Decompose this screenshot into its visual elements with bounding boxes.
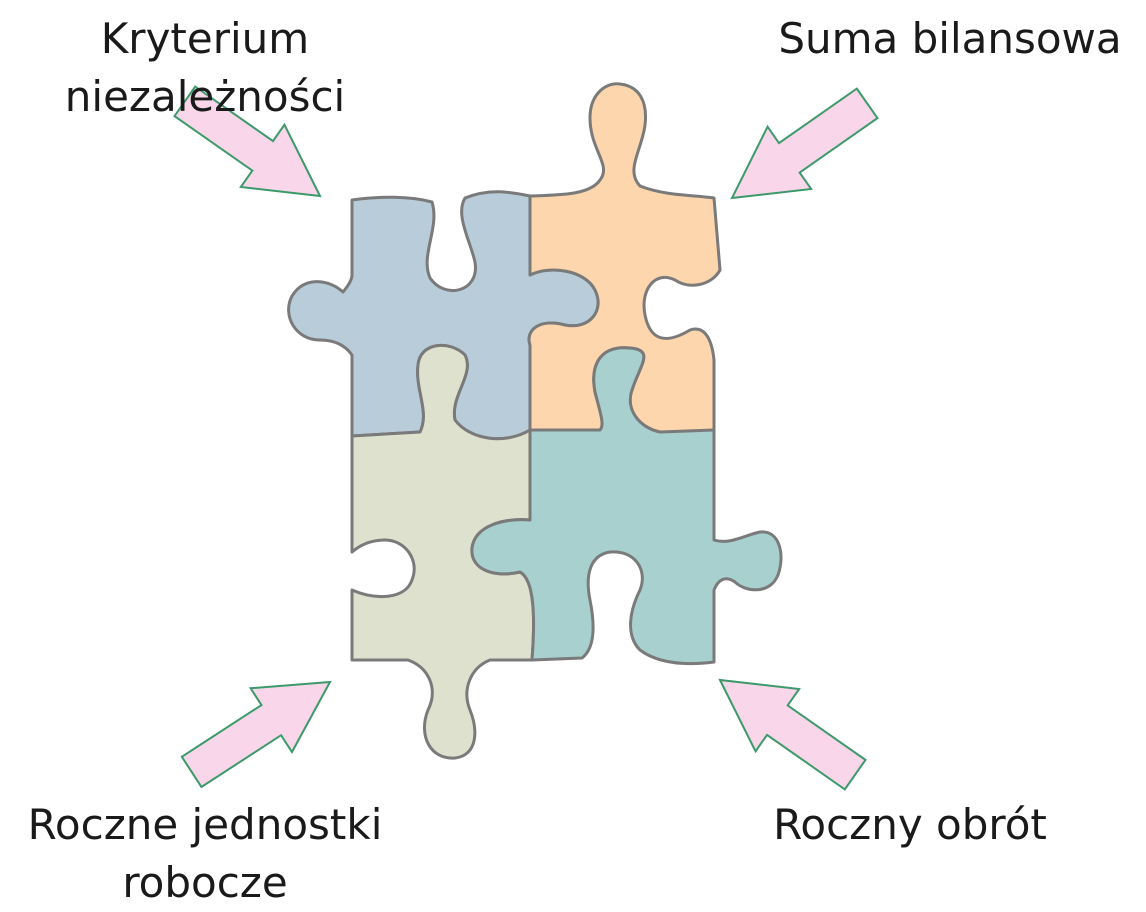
label-line: Kryterium bbox=[30, 10, 380, 68]
arrow-bottom-right-icon bbox=[698, 649, 877, 806]
label-line: niezależności bbox=[30, 68, 380, 126]
label-roczne-jednostki-robocze: Roczne jednostki robocze bbox=[0, 796, 410, 912]
label-kryterium-niezaleznosci: Kryterium niezależności bbox=[30, 10, 380, 126]
arrow-top-right-icon bbox=[710, 72, 889, 229]
arrow-bottom-left-icon bbox=[171, 650, 351, 804]
label-roczny-obrot: Roczny obrót bbox=[740, 796, 1080, 854]
label-line: Roczny obrót bbox=[740, 796, 1080, 854]
label-line: robocze bbox=[0, 854, 410, 912]
label-suma-bilansowa: Suma bilansowa bbox=[760, 10, 1140, 68]
label-line: Roczne jednostki bbox=[0, 796, 410, 854]
label-line: Suma bilansowa bbox=[760, 10, 1140, 68]
